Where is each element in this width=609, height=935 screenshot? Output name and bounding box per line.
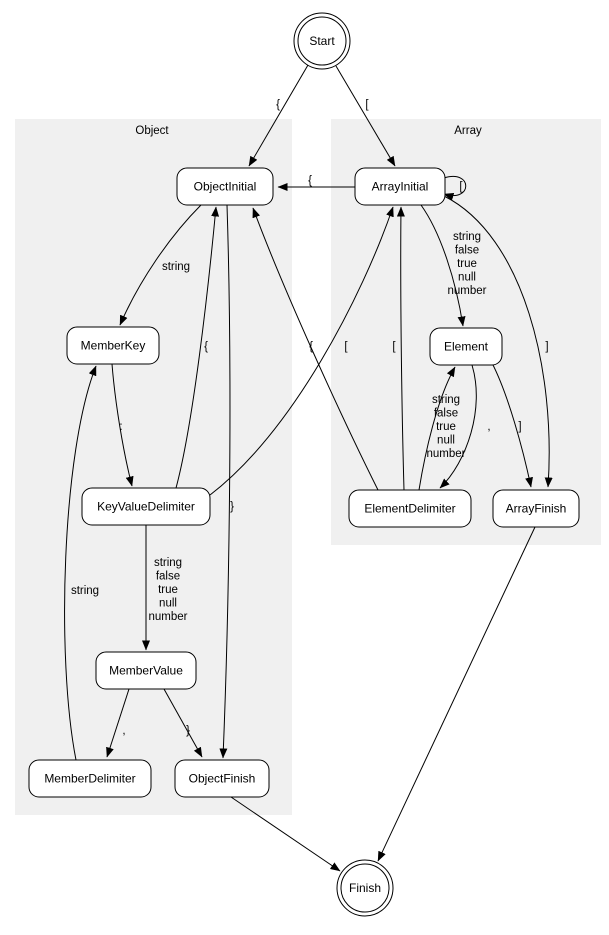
node-ObjectFinish-label: ObjectFinish <box>189 772 256 786</box>
edge-MemberValue-to-MemberDelimiter <box>106 688 130 758</box>
node-MemberDelimiter-label: MemberDelimiter <box>44 772 135 786</box>
edge-label-ObjectInitial-to-ObjectFinish: } <box>230 501 234 513</box>
cluster-array-label: Array <box>454 125 482 137</box>
edge-MemberKey-to-KeyValueDelimiter <box>111 363 134 487</box>
edge-ArrayInitial-to-ArrayFinish <box>443 195 553 488</box>
edge-ObjectInitial-to-MemberKey <box>119 204 202 326</box>
node-ArrayFinish-box <box>492 489 580 528</box>
node-Finish-outer-circle <box>336 859 394 917</box>
edge-Start-to-ArrayInitial <box>335 65 396 167</box>
node-MemberDelimiter-box <box>28 759 152 798</box>
edge-label-ArrayInitial-to-ArrayInitial: [ <box>459 181 463 193</box>
node-KeyValueDelimiter-box <box>81 487 211 526</box>
edge-ArrayFinish-to-Finish <box>377 526 536 862</box>
edge-ArrayInitial-to-Element <box>420 204 466 327</box>
edge-label-MemberKey-to-KeyValueDelimiter: : <box>119 421 122 433</box>
edge-label-Element-to-ElementDelimiter: , <box>487 421 490 433</box>
node-Element-label: Element <box>444 340 489 354</box>
edge-MemberValue-to-ObjectFinish <box>163 688 203 758</box>
node-ArrayInitial-label: ArrayInitial <box>372 180 429 194</box>
clusters-layer: Object Array <box>15 119 601 815</box>
node-KeyValueDelimiter-label: KeyValueDelimiter <box>97 500 195 514</box>
edge-label-Start-to-ObjectInitial: { <box>276 99 280 111</box>
edge-ArrayInitial-to-ArrayInitial <box>443 176 467 201</box>
node-Start-inner-circle <box>297 16 347 66</box>
edge-MemberDelimiter-to-MemberKey <box>64 365 97 761</box>
node-ArrayInitial-box <box>354 167 446 206</box>
node-Start-label: Start <box>309 34 335 48</box>
node-Element-box <box>429 327 503 366</box>
node-ElementDelimiter-box <box>348 489 472 528</box>
edge-KeyValueDelimiter-to-ArrayInitial <box>209 206 394 496</box>
node-MemberValue-box <box>95 651 197 690</box>
node-MemberKey-label: MemberKey <box>81 339 146 353</box>
edge-ElementDelimiter-to-ArrayInitial <box>396 206 405 491</box>
edge-label-ElementDelimiter-to-ArrayInitial: [ <box>392 341 396 353</box>
cluster-object-background <box>15 119 292 815</box>
edge-label-KeyValueDelimiter-to-ObjectInitial: { <box>204 341 208 353</box>
node-Finish-inner-circle <box>340 863 390 913</box>
edge-label-MemberDelimiter-to-MemberKey: string <box>71 585 99 597</box>
node-Start-outer-circle <box>293 12 351 70</box>
edge-label-ElementDelimiter-to-ObjectInitial: { <box>309 341 313 353</box>
node-ObjectInitial-label: ObjectInitial <box>194 180 257 194</box>
edge-label-ObjectInitial-to-MemberKey: string <box>162 261 190 273</box>
node-ElementDelimiter-label: ElementDelimiter <box>364 502 455 516</box>
node-ObjectFinish-box <box>174 759 270 798</box>
edge-ObjectFinish-to-Finish <box>230 796 341 872</box>
edge-ElementDelimiter-to-ObjectInitial <box>252 207 379 491</box>
edge-Element-to-ArrayFinish <box>491 362 533 488</box>
edges-layer <box>64 64 553 872</box>
edge-ObjectInitial-to-ObjectFinish <box>219 204 231 759</box>
edge-KeyValueDelimiter-to-ObjectInitial <box>175 206 220 489</box>
edge-label-Element-to-ArrayFinish: ] <box>518 421 521 433</box>
edge-Start-to-ObjectInitial <box>248 64 309 167</box>
edge-label-MemberValue-to-ObjectFinish: } <box>186 725 190 737</box>
edge-label-MemberValue-to-MemberDelimiter: , <box>122 725 125 737</box>
edge-label-Start-to-ArrayInitial: [ <box>365 99 369 111</box>
edge-label-ArrayInitial-to-ObjectInitial: { <box>308 175 312 187</box>
node-MemberKey-box <box>66 326 160 365</box>
node-Finish-label: Finish <box>349 881 381 895</box>
edge-ElementDelimiter-to-Element <box>418 366 456 491</box>
edge-label-ArrayInitial-to-ArrayFinish: ] <box>545 341 548 353</box>
cluster-object-label: Object <box>135 125 169 137</box>
node-ObjectInitial-box <box>176 167 274 206</box>
node-MemberValue-label: MemberValue <box>109 664 183 678</box>
edge-Element-to-ElementDelimiter <box>439 364 477 489</box>
edge-label-KeyValueDelimiter-to-ArrayInitial: [ <box>344 341 348 353</box>
node-ArrayFinish-label: ArrayFinish <box>506 502 567 516</box>
